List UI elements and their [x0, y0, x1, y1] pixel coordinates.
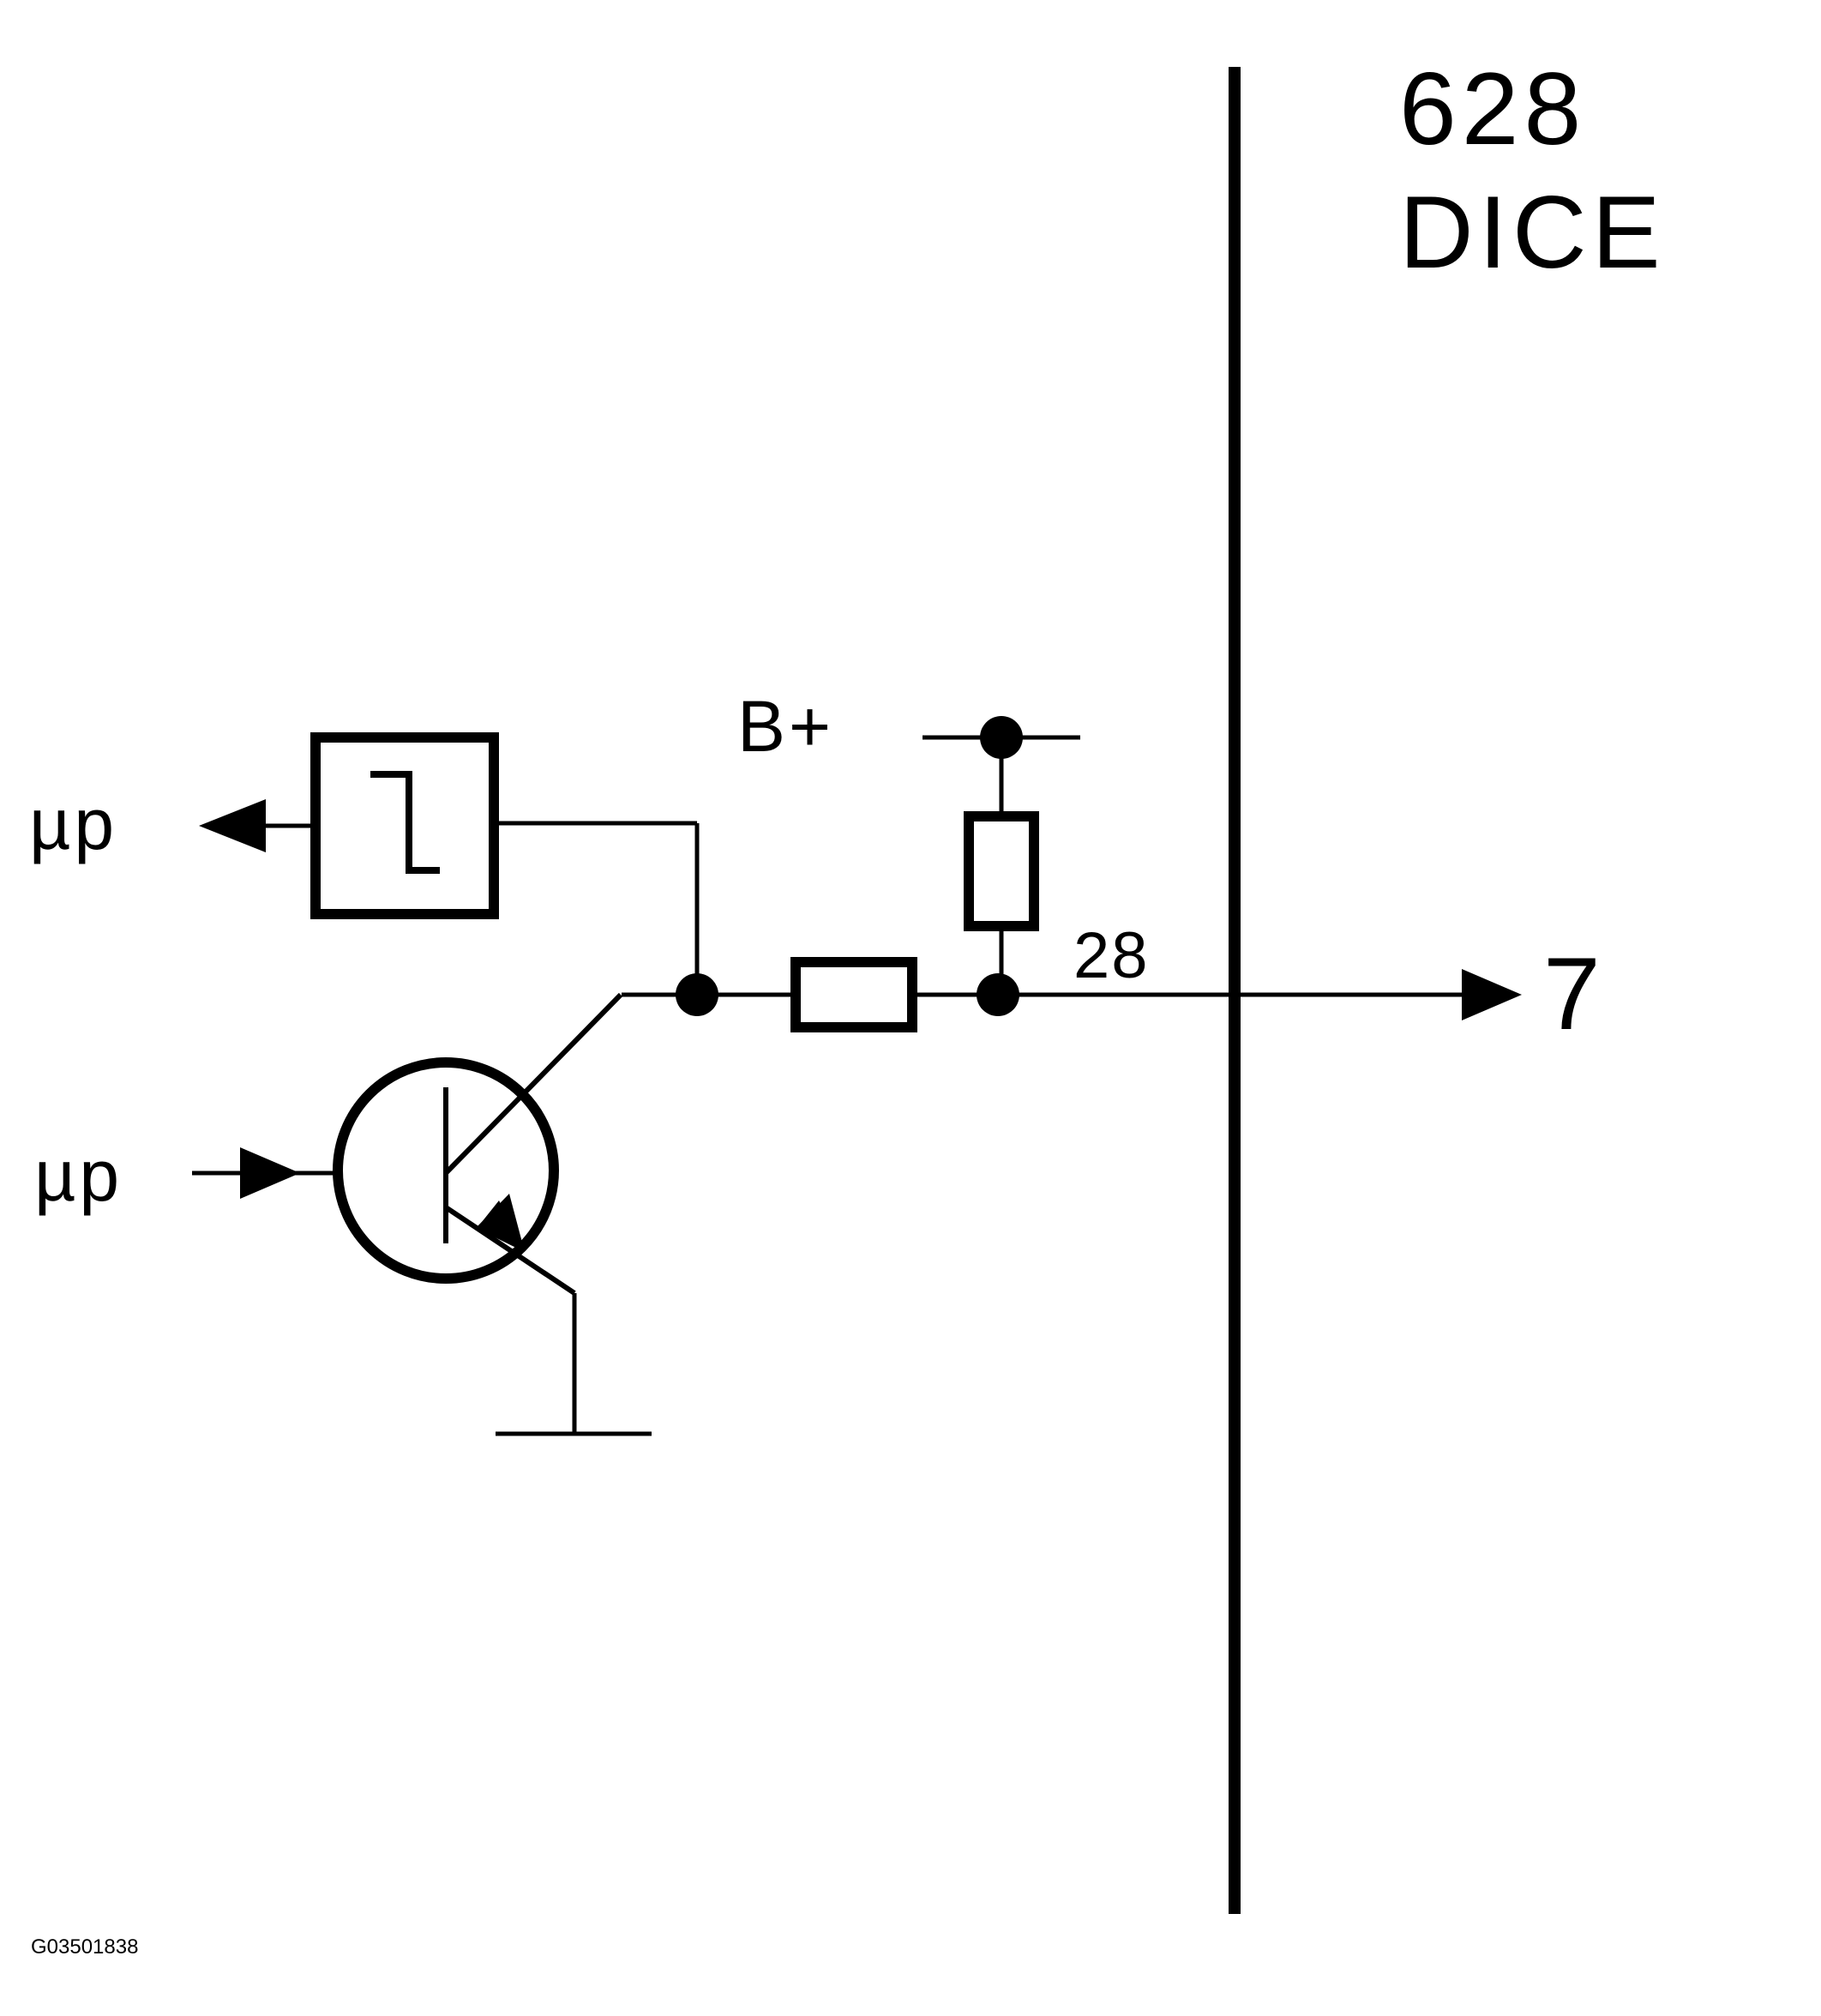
series-resistor [790, 957, 917, 1032]
mu-p-output-arrow-icon [199, 799, 266, 852]
mu-p-output-label: µp [29, 784, 117, 864]
pin-number-label: 28 [1073, 919, 1150, 992]
module-name: DICE [1399, 175, 1666, 290]
transistor-envelope [333, 1057, 559, 1284]
transistor-collector-lead [443, 992, 623, 1176]
emitter-arrow-head-icon [476, 1194, 525, 1252]
signal-conditioner-block [310, 732, 499, 919]
figure-id: G03501838 [31, 1935, 138, 1959]
mu-p-input-label: µp [34, 1135, 123, 1216]
junction-dot-pullup [977, 973, 1019, 1016]
pullup-resistor [964, 811, 1039, 931]
output-arrow-icon [1462, 969, 1522, 1020]
transistor-emitter-lead [444, 1205, 576, 1296]
mu-p-input-arrow-icon [240, 1147, 300, 1199]
supply-label: B+ [737, 686, 834, 767]
destination-label: 7 [1543, 936, 1606, 1051]
falling-edge-icon [370, 771, 440, 874]
module-number: 628 [1399, 51, 1586, 166]
